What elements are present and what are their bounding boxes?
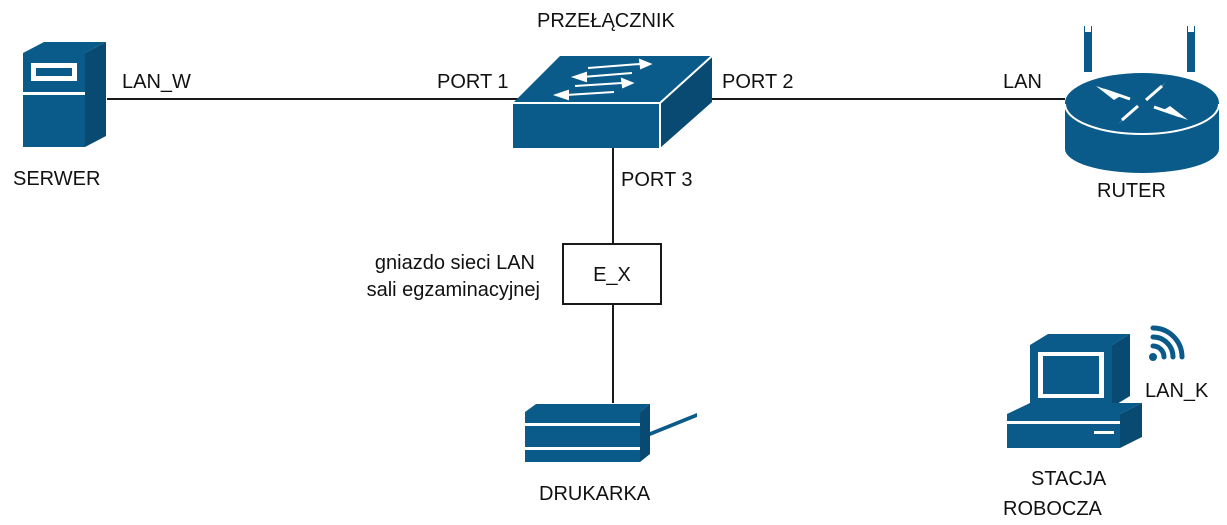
router-iface-label: LAN xyxy=(1003,71,1042,93)
socket-box-label: E_X xyxy=(593,264,631,286)
socket-caption-line1: gniazdo sieci LAN xyxy=(375,252,535,274)
switch-title: PRZEŁĄCZNIK xyxy=(537,10,675,32)
port3-label: PORT 3 xyxy=(621,169,693,191)
port2-label: PORT 2 xyxy=(722,71,794,93)
printer-icon xyxy=(525,404,697,462)
wifi-icon xyxy=(1149,325,1185,361)
switch-icon xyxy=(513,55,713,148)
wifi-iface-label: LAN_K xyxy=(1145,380,1209,402)
port1-label: PORT 1 xyxy=(437,71,509,93)
workstation-icon xyxy=(1007,334,1142,448)
server-icon xyxy=(23,42,106,147)
printer-label: DRUKARKA xyxy=(539,483,651,505)
workstation-label-line1: STACJA xyxy=(1031,468,1107,490)
server-label: SERWER xyxy=(13,168,100,190)
router-icon xyxy=(1064,26,1220,173)
socket-box xyxy=(562,243,662,305)
server-iface-label: LAN_W xyxy=(122,71,191,93)
socket-caption-line2: sali egzaminacyjnej xyxy=(367,279,540,301)
router-label: RUTER xyxy=(1097,180,1166,202)
workstation-label-line2: ROBOCZA xyxy=(1003,498,1103,520)
